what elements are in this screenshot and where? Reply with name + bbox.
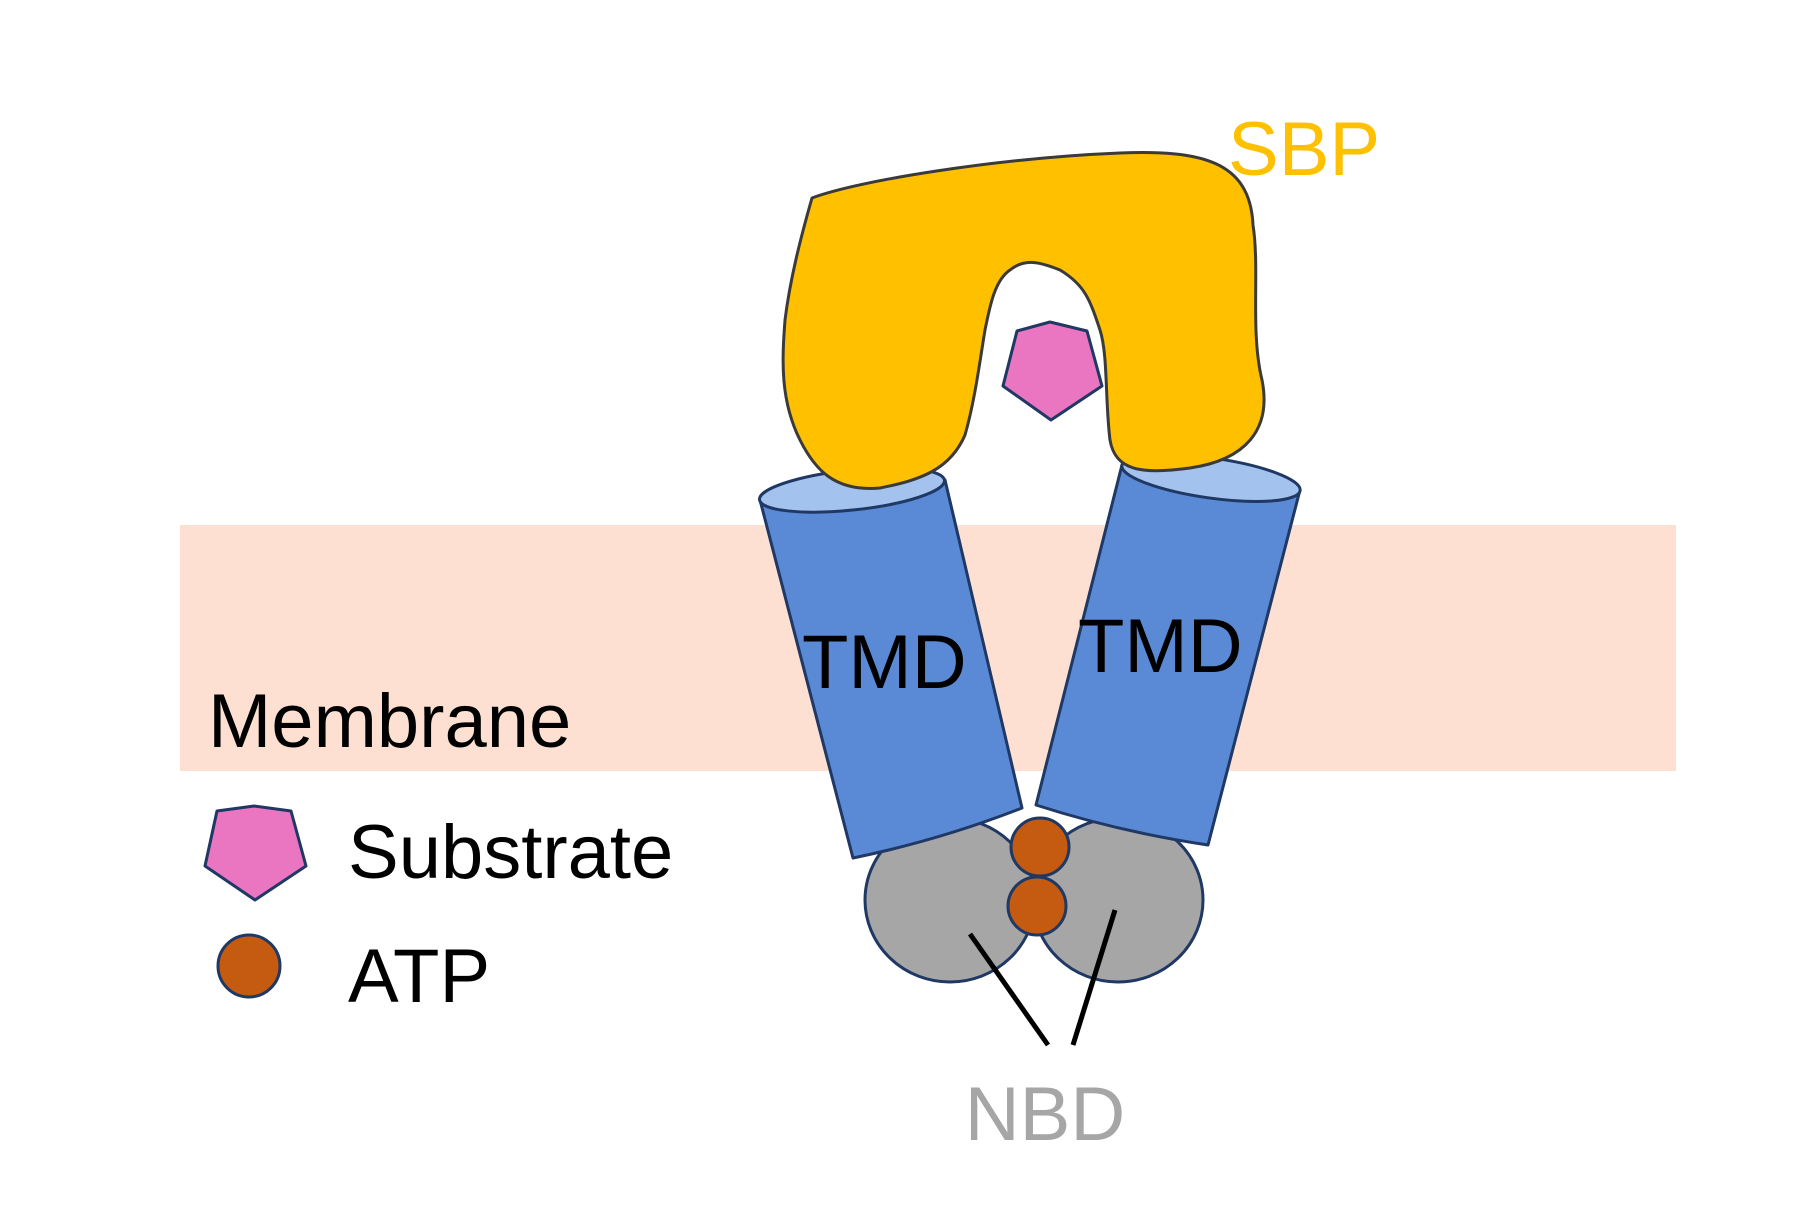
tmd-right-body	[1034, 463, 1302, 847]
legend-atp-icon	[216, 933, 282, 999]
substrate-in-sbp	[1001, 320, 1104, 422]
legend-substrate-label: Substrate	[348, 810, 673, 895]
tmd-right-label: TMD	[1078, 604, 1243, 689]
legend: Substrate ATP	[203, 804, 673, 1019]
tmd-left-label: TMD	[802, 620, 967, 705]
tmd-left-body	[758, 478, 1024, 860]
tmd-right	[1034, 453, 1302, 847]
nbd-leader-left	[967, 932, 1051, 1047]
legend-atp-label: ATP	[348, 934, 490, 1019]
membrane-label: Membrane	[208, 679, 571, 764]
sbp-label: SBP	[1228, 107, 1380, 192]
nbd-label: NBD	[965, 1072, 1125, 1157]
nbd-leader-right	[1070, 909, 1118, 1046]
atp-upper	[1009, 816, 1071, 878]
atp-lower	[1006, 875, 1068, 937]
legend-substrate-icon	[203, 804, 308, 902]
sbp-blob	[781, 151, 1266, 490]
